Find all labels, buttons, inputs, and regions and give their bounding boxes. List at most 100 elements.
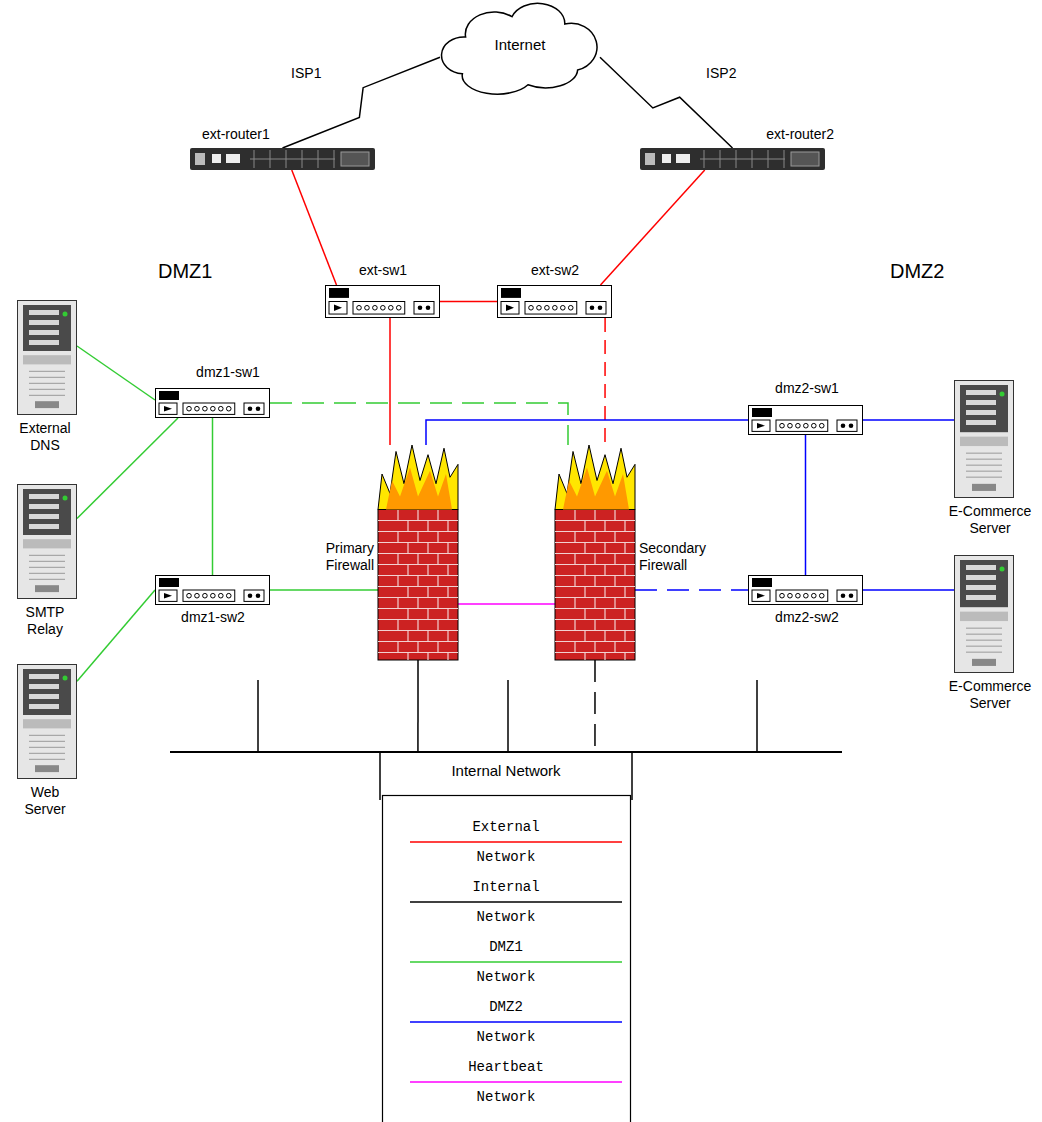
router-device: ext-router1	[188, 126, 378, 172]
switch-device-drawing	[748, 575, 863, 605]
network-link	[635, 589, 748, 591]
network-link	[283, 57, 441, 148]
zone-label: DMZ1	[158, 260, 212, 283]
device-label: Primary Firewall	[290, 540, 374, 574]
server-device-drawing	[954, 555, 1014, 673]
server-device-icon	[17, 664, 77, 779]
network-link	[594, 660, 596, 751]
device-label: dmz2-sw2	[746, 609, 868, 626]
switch-device-drawing	[325, 285, 440, 318]
network-link	[270, 589, 378, 591]
network-link	[417, 660, 419, 751]
legend-swatch	[410, 901, 622, 903]
server-device-icon	[17, 300, 77, 415]
server-device: Web Server	[5, 662, 85, 834]
network-link	[805, 435, 807, 575]
device-label: dmz1-sw1	[183, 364, 273, 381]
server-device-drawing	[17, 300, 77, 415]
switch-device: dmz1-sw2	[153, 573, 273, 633]
network-bus: Internal Network	[170, 748, 842, 792]
device-label: Web Server	[14, 784, 76, 818]
device-label: ext-router1	[202, 126, 302, 143]
switch-device: ext-sw2	[495, 262, 615, 320]
legend-text: Heartbeat Network	[461, 1052, 551, 1112]
network-link	[426, 420, 748, 445]
legend-entry: Internal Network	[382, 872, 630, 932]
server-device-drawing	[954, 380, 1014, 498]
legend-text: External Network	[461, 812, 551, 872]
server-device: SMTP Relay	[5, 482, 85, 654]
network-link	[270, 403, 568, 445]
zone-label: DMZ2	[890, 260, 944, 283]
server-device-icon	[17, 484, 77, 599]
device-label: ext-sw1	[323, 262, 443, 279]
server-device-icon	[954, 380, 1014, 498]
legend-text: Internal Network	[461, 872, 551, 932]
device-label: E-Commerce Server	[948, 678, 1032, 712]
network-link	[212, 418, 214, 575]
device-label: ext-router2	[726, 126, 834, 143]
switch-device-icon	[497, 285, 612, 318]
server-device: External DNS	[5, 298, 85, 470]
device-label: Internet	[440, 36, 600, 54]
switch-device: dmz2-sw2	[746, 573, 868, 633]
server-device: E-Commerce Server	[940, 378, 1040, 550]
firewall-device-icon	[555, 445, 635, 660]
link-label: ISP1	[288, 65, 324, 81]
firewall-device-drawing	[555, 445, 635, 660]
network-bus-icon	[170, 751, 842, 753]
legend-box	[383, 796, 631, 1122]
network-link	[77, 590, 155, 681]
device-label: SMTP Relay	[14, 604, 76, 638]
router-device-icon	[190, 148, 375, 170]
device-label: ext-sw2	[495, 262, 615, 279]
legend-text: DMZ2 Network	[461, 992, 551, 1052]
network-link	[77, 418, 178, 519]
switch-device-icon	[155, 388, 270, 418]
device-label: Internal Network	[170, 762, 842, 780]
switch-device-icon	[748, 575, 863, 605]
legend-swatch	[410, 841, 622, 843]
router-device-icon	[640, 148, 825, 170]
firewall-device: Secondary Firewall	[555, 440, 740, 665]
network-link	[77, 346, 155, 400]
drop-line	[257, 680, 259, 752]
legend-swatch	[410, 1021, 622, 1023]
legend-text: DMZ1 Network	[461, 932, 551, 992]
legend-entry: Heartbeat Network	[382, 1052, 630, 1112]
legend-entry: DMZ2 Network	[382, 992, 630, 1052]
network-link	[389, 318, 391, 445]
device-label: dmz2-sw1	[746, 380, 868, 397]
firewall-device-drawing	[378, 445, 458, 660]
switch-device-icon	[325, 285, 440, 318]
device-label: External DNS	[14, 420, 76, 454]
device-label: E-Commerce Server	[948, 503, 1032, 537]
device-label: dmz1-sw2	[153, 609, 273, 626]
network-link	[440, 301, 497, 303]
server-device-drawing	[17, 664, 77, 779]
network-bus-drawing	[170, 751, 842, 753]
switch-device-drawing	[748, 405, 863, 435]
legend-swatch	[410, 961, 622, 963]
link-label: ISP2	[703, 65, 739, 81]
server-device-icon	[954, 555, 1014, 673]
legend-entry: External Network	[382, 812, 630, 872]
drop-line	[379, 752, 381, 800]
switch-device: dmz2-sw1	[746, 380, 868, 437]
firewall-device: Primary Firewall	[290, 440, 460, 665]
server-device-drawing	[17, 484, 77, 599]
drop-line	[756, 680, 758, 752]
switch-device: ext-sw1	[323, 262, 443, 320]
firewall-device-icon	[378, 445, 458, 660]
switch-device-drawing	[497, 285, 612, 318]
network-link	[292, 170, 337, 285]
router-device: ext-router2	[636, 126, 836, 172]
network-link	[601, 170, 705, 285]
network-link	[863, 419, 954, 421]
router-device-drawing	[640, 148, 825, 170]
drop-line	[507, 680, 509, 752]
drop-line	[631, 752, 633, 800]
switch-device: dmz1-sw1	[153, 364, 273, 420]
